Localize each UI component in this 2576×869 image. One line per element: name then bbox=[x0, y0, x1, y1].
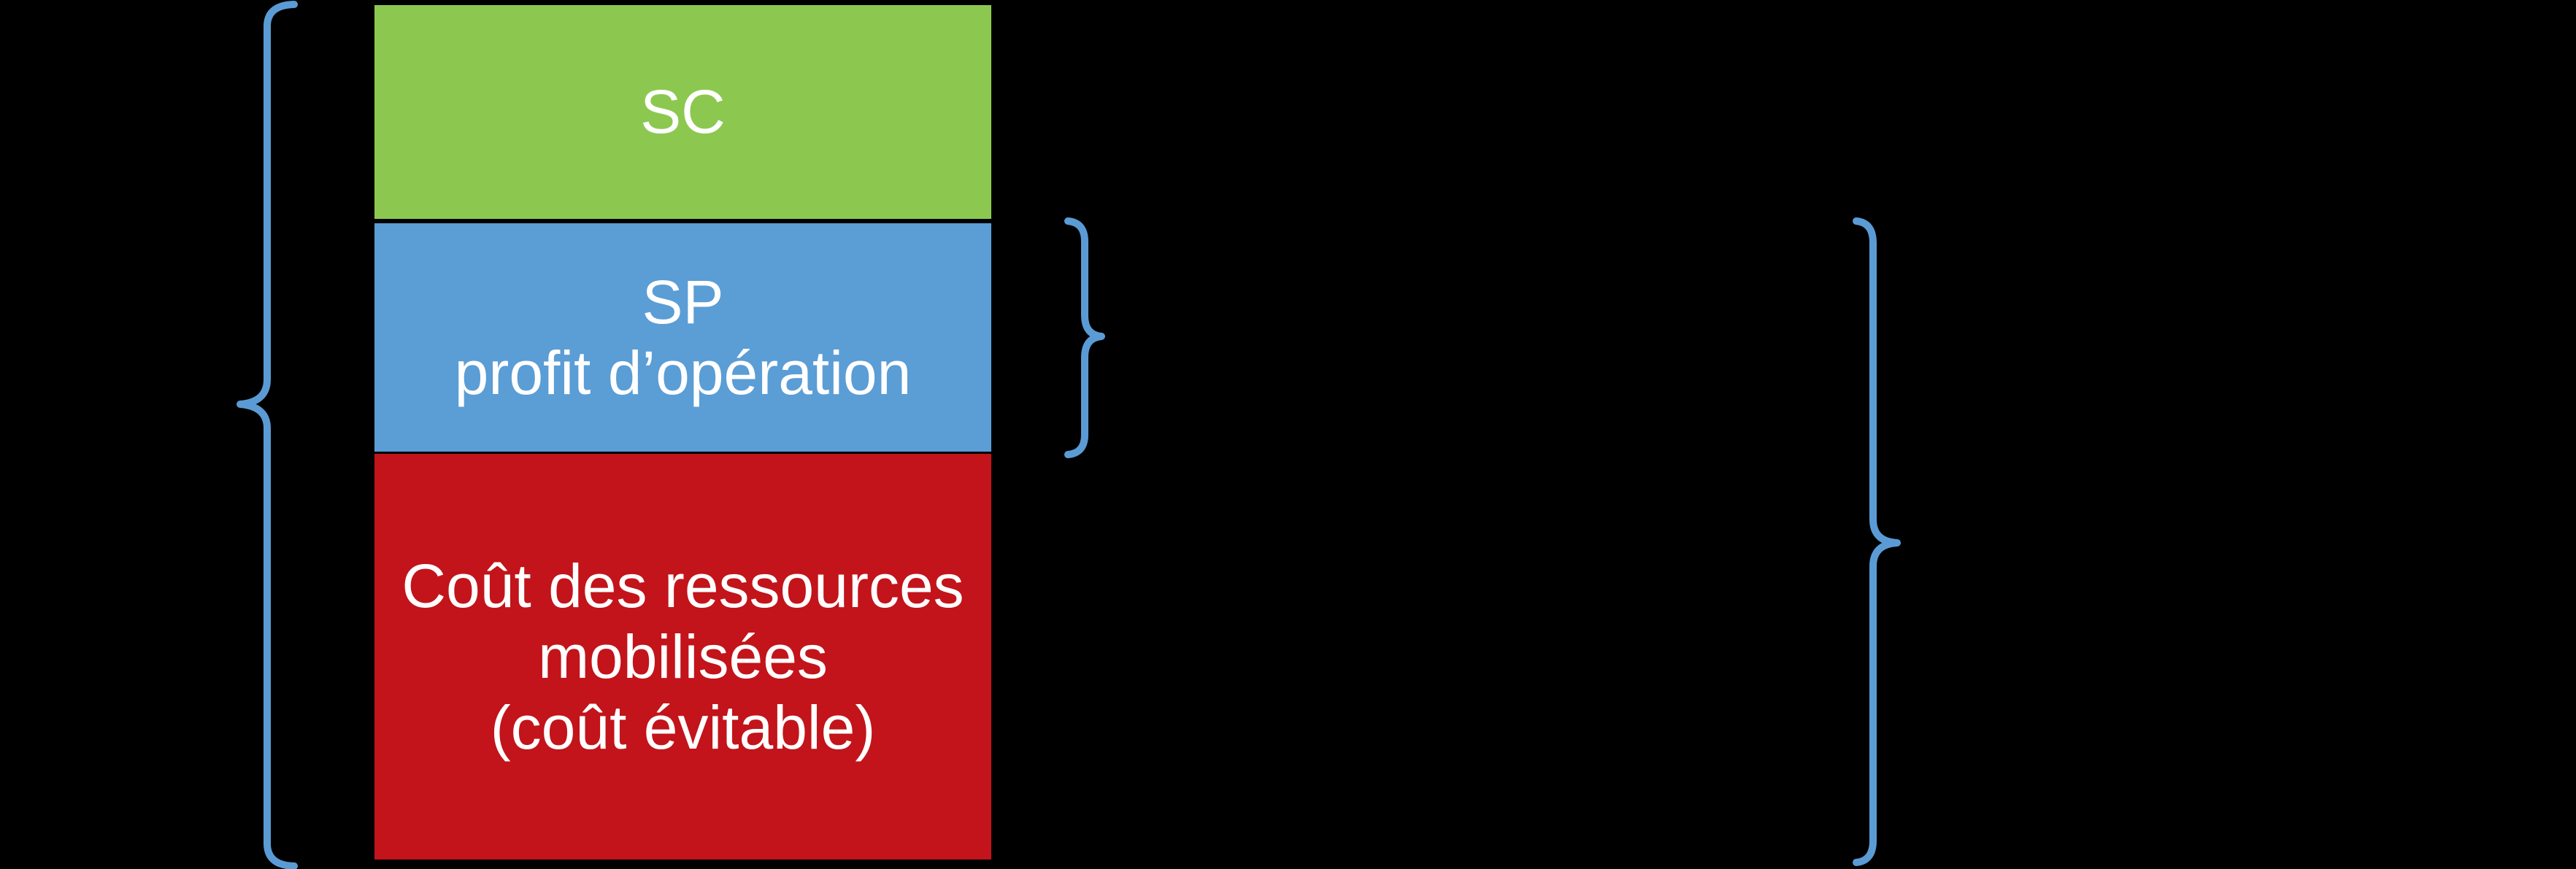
sp-label-line2: profit d’opération bbox=[454, 338, 912, 407]
sp-label-line1: SP bbox=[642, 267, 724, 336]
sp-box: SP profit d’opération bbox=[374, 223, 991, 452]
sp-right-curly-brace-icon bbox=[1064, 217, 1105, 458]
cost-box: Coût des ressources mobilisées (coût évi… bbox=[374, 454, 991, 860]
sc-label: SC bbox=[640, 77, 726, 146]
cost-label-line2: mobilisées bbox=[538, 622, 828, 691]
left-curly-brace-icon bbox=[237, 1, 298, 869]
cost-label-line1: Coût des ressources bbox=[401, 551, 964, 620]
cost-label-line3: (coût évitable) bbox=[490, 692, 876, 762]
outer-right-curly-brace-icon bbox=[1853, 217, 1901, 866]
sc-box: SC bbox=[374, 5, 991, 219]
